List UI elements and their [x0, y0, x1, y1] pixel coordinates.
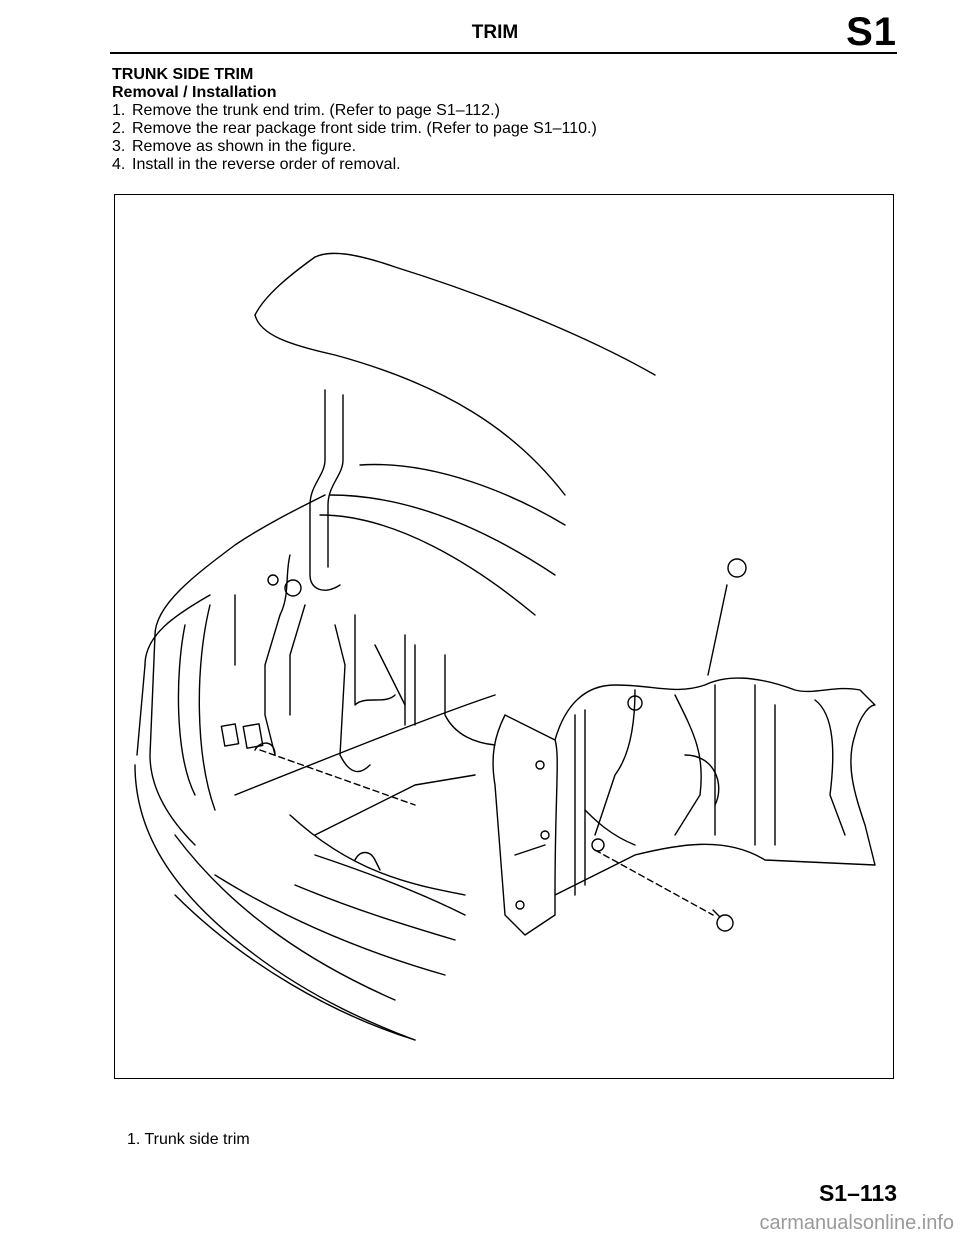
- trunk-lid-edge: [254, 314, 566, 496]
- procedure-step: 3. Remove as shown in the figure.: [112, 138, 902, 156]
- header-title: TRIM: [471, 22, 519, 43]
- step-text: Remove as shown in the figure.: [132, 138, 357, 155]
- trunk-side-trim: [492, 677, 876, 936]
- content: TRUNK SIDE TRIM Removal / Installation 1…: [112, 66, 902, 174]
- page-number: S1–113: [818, 1180, 897, 1206]
- body-side: [154, 494, 326, 636]
- trunk-floor: [234, 694, 496, 796]
- header-divider: [110, 52, 897, 54]
- figure-legend: 1. Trunk side trim: [127, 1131, 250, 1148]
- section-code: S1: [846, 10, 897, 54]
- fastener-clip: [716, 914, 734, 932]
- watermark: carmanualsonline.info: [759, 1212, 954, 1234]
- step-text: Remove the trunk end trim. (Refer to pag…: [132, 102, 500, 119]
- section-title: TRUNK SIDE TRIM: [112, 66, 254, 83]
- step-number: 2.: [112, 120, 126, 137]
- step-number: 3.: [112, 138, 126, 155]
- subsection-title: Removal / Installation: [112, 84, 277, 101]
- step-number: 4.: [112, 156, 126, 173]
- lid-hinge-arm: [309, 389, 341, 591]
- step-number: 1.: [112, 102, 126, 119]
- callout-leader: [707, 584, 728, 676]
- trunk-lid: [254, 252, 656, 376]
- procedure-step: 2. Remove the rear package front side tri…: [112, 120, 902, 138]
- trunk-side-trim-illustration: [114, 194, 894, 1079]
- step-text: Install in the reverse order of removal.: [132, 156, 401, 173]
- step-text: Remove the rear package front side trim.…: [132, 120, 597, 137]
- rear-bumper: [134, 764, 416, 1041]
- callout-circle: [727, 558, 747, 578]
- procedure-steps: 1. Remove the trunk end trim. (Refer to p…: [112, 102, 902, 174]
- procedure-step: 4. Install in the reverse order of remova…: [112, 156, 902, 174]
- procedure-step: 1. Remove the trunk end trim. (Refer to p…: [112, 102, 902, 120]
